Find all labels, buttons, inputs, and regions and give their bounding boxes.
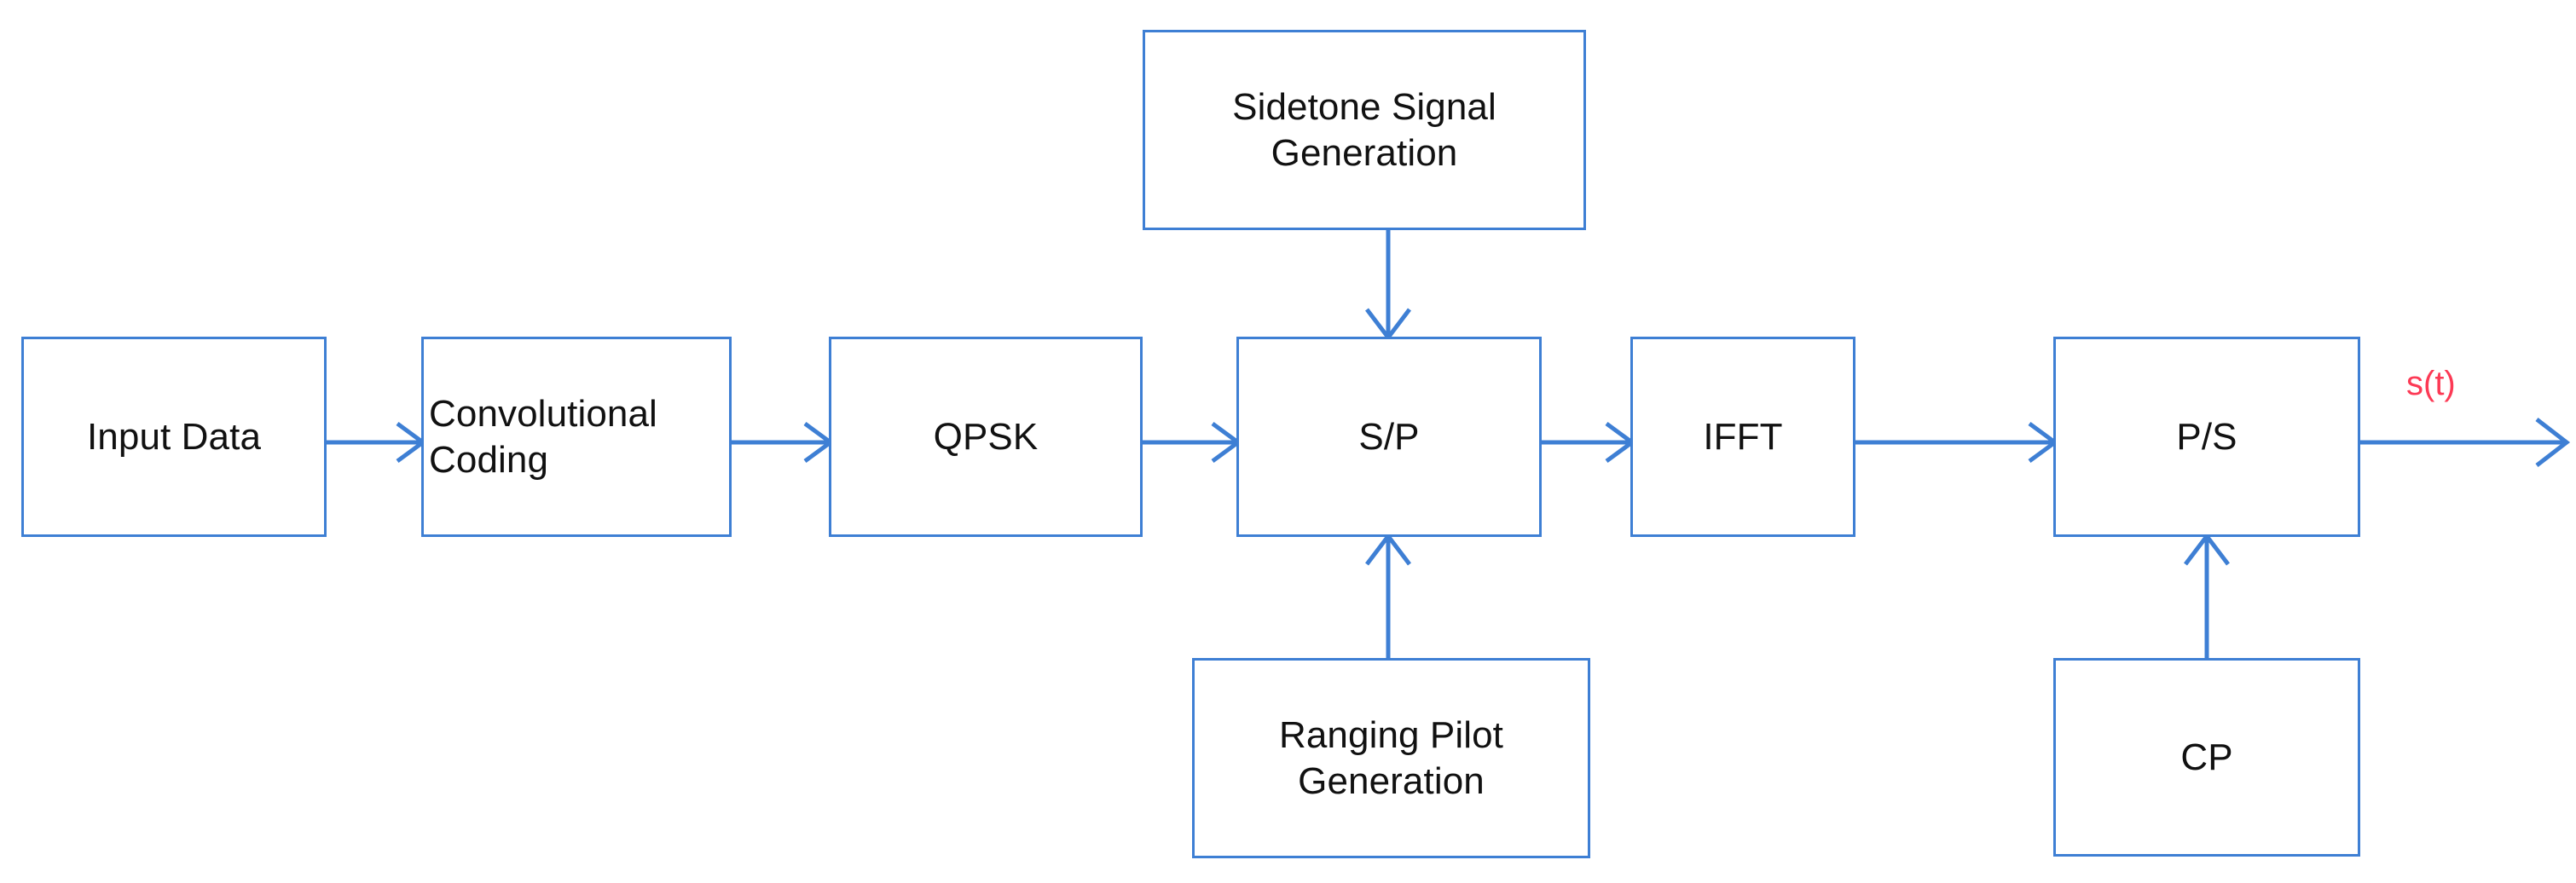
block-input-data[interactable]: Input Data [21, 337, 327, 537]
connector-coding-to-qpsk [732, 421, 835, 464]
block-sp[interactable]: S/P [1236, 337, 1542, 537]
block-label-input-data: Input Data [86, 415, 262, 458]
connector-ifft-to-ps [1855, 421, 2059, 464]
block-ifft[interactable]: IFFT [1630, 337, 1855, 537]
block-qpsk[interactable]: QPSK [829, 337, 1143, 537]
block-label-ifft: IFFT [1703, 415, 1783, 458]
block-label-ranging-pilot-generation: Ranging Pilot Generation [1278, 713, 1504, 802]
connector-qpsk-to-sp [1143, 421, 1242, 464]
block-convolutional-coding[interactable]: Convolutional Coding [421, 337, 732, 537]
connector-ranging-pilot-to-sp [1365, 532, 1411, 658]
block-ranging-pilot-generation[interactable]: Ranging Pilot Generation [1192, 658, 1590, 858]
block-label-convolutional-coding: Convolutional Coding [429, 392, 657, 481]
block-label-qpsk: QPSK [933, 415, 1039, 458]
block-ps[interactable]: P/S [2053, 337, 2360, 537]
block-label-ps: P/S [2176, 415, 2237, 458]
connector-ps-to-output [2360, 418, 2571, 467]
output-signal-label: s(t) [2406, 365, 2456, 402]
connector-sp-to-ifft [1542, 421, 1636, 464]
block-label-sp: S/P [1358, 415, 1420, 458]
connector-input-to-coding [327, 421, 427, 464]
connector-cp-to-ps [2184, 532, 2230, 658]
block-cp[interactable]: CP [2053, 658, 2360, 857]
connector-sidetone-to-sp [1365, 230, 1411, 342]
block-label-cp: CP [2180, 736, 2233, 778]
block-label-sidetone-signal-generation: Sidetone Signal Generation [1232, 85, 1496, 174]
block-sidetone-signal-generation[interactable]: Sidetone Signal Generation [1143, 30, 1586, 230]
